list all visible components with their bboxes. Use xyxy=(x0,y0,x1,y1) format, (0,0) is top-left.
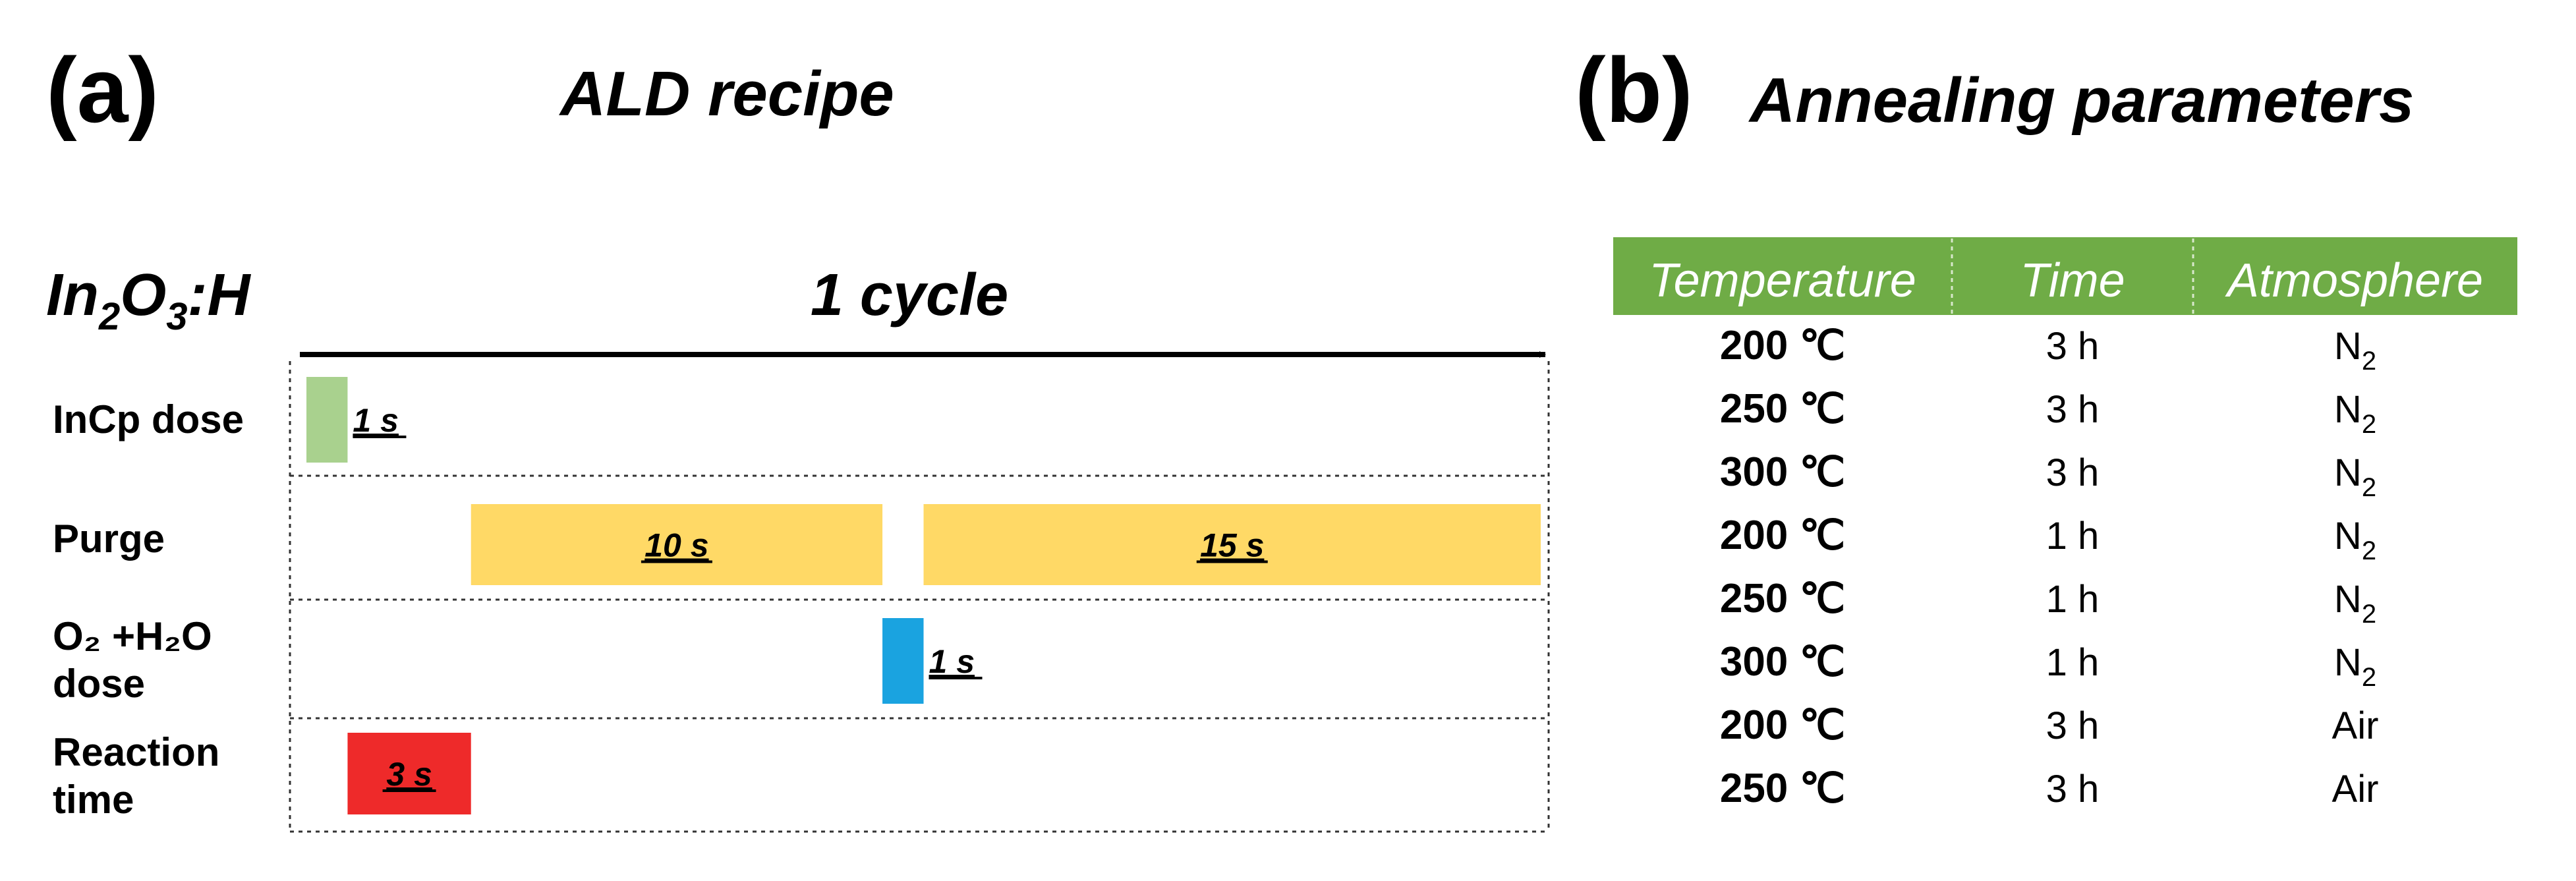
step-duration-label: 15 s xyxy=(1200,527,1264,564)
timeline-grid xyxy=(289,361,1550,833)
cell-temperature: 250 ℃ xyxy=(1720,576,1845,621)
material-formula: In2O3:H xyxy=(46,262,252,338)
cell-atmosphere: Air xyxy=(2332,704,2379,747)
step-bar xyxy=(923,504,1541,585)
cycle-label: 1 cycle xyxy=(811,262,1008,328)
cell-atmosphere: N2 xyxy=(2334,325,2376,376)
cell-time: 3 h xyxy=(2046,388,2100,431)
cell-temperature: 300 ℃ xyxy=(1720,639,1845,685)
cell-temperature: 250 ℃ xyxy=(1720,386,1845,432)
cell-atmosphere: N2 xyxy=(2334,388,2376,439)
step-duration-label: 1 s xyxy=(929,643,975,680)
cell-temperature: 250 ℃ xyxy=(1720,766,1845,811)
table-body: 200 ℃ 3 h N2 250 ℃ 3 h N2 300 ℃ 3 h N2 200 ℃ 1 h N2… xyxy=(1720,323,2379,811)
step-bar xyxy=(882,618,924,704)
step-duration-label: 10 s xyxy=(644,527,708,564)
row-label: Purge xyxy=(53,517,165,561)
step-bar xyxy=(471,504,883,585)
cell-atmosphere: N2 xyxy=(2334,515,2376,565)
cell-temperature: 200 ℃ xyxy=(1720,513,1845,558)
row-label: dose xyxy=(53,662,145,706)
cell-time: 1 h xyxy=(2046,641,2100,684)
cell-atmosphere: N2 xyxy=(2334,578,2376,629)
cell-temperature: 300 ℃ xyxy=(1720,449,1845,495)
step-duration-label: 1 s xyxy=(353,402,399,439)
row-label: O₂ +H₂O xyxy=(53,614,212,658)
row-label: InCp dose xyxy=(53,397,244,441)
panel-b-title: Annealing parameters xyxy=(1748,65,2414,136)
step-bar xyxy=(306,377,348,463)
panel-b: (b) Annealing parameters Temperature Tim… xyxy=(1575,38,2517,811)
row-label: time xyxy=(53,778,134,822)
timeline-steps: 1 s 3 s 10 s 1 s 15 s xyxy=(306,377,1541,814)
cell-temperature: 200 ℃ xyxy=(1720,702,1845,748)
cell-temperature: 200 ℃ xyxy=(1720,323,1845,368)
cell-time: 3 h xyxy=(2046,451,2100,494)
col-header-temperature: Temperature xyxy=(1649,254,1916,307)
cell-time: 3 h xyxy=(2046,325,2100,368)
cell-time: 1 h xyxy=(2046,515,2100,557)
cell-atmosphere: N2 xyxy=(2334,451,2376,502)
step-duration-label: 3 s xyxy=(386,756,432,793)
panel-a-title: ALD recipe xyxy=(559,59,894,129)
panel-b-label: (b) xyxy=(1575,38,1693,142)
col-header-atmosphere: Atmosphere xyxy=(2225,254,2483,307)
cell-atmosphere: N2 xyxy=(2334,641,2376,692)
cell-time: 3 h xyxy=(2046,768,2100,810)
cell-atmosphere: Air xyxy=(2332,768,2379,810)
step-bar xyxy=(347,733,471,814)
cell-time: 3 h xyxy=(2046,704,2100,747)
col-header-time: Time xyxy=(2020,254,2125,307)
row-label: Reaction xyxy=(53,730,219,774)
table-header-bar xyxy=(1613,237,2517,315)
cell-time: 1 h xyxy=(2046,578,2100,621)
panel-a-label: (a) xyxy=(46,38,159,142)
panel-a: (a) ALD recipe In2O3:H 1 cycle InCp dose… xyxy=(46,38,1550,833)
